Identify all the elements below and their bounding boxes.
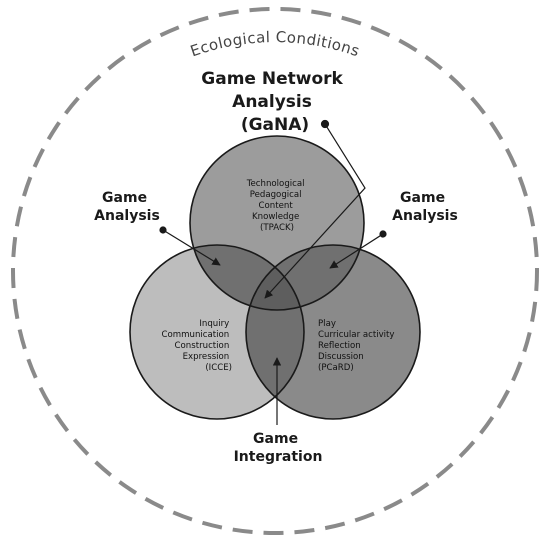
ecological-boundary bbox=[11, 7, 539, 535]
game-integration-label: Game Integration bbox=[234, 431, 323, 465]
center-overlap bbox=[246, 245, 304, 310]
icce-label: Inquiry Communication Construction Expre… bbox=[162, 319, 232, 373]
diagram-title: Game Network Analysis (GaNA) bbox=[201, 69, 348, 135]
tpack-label: Technological Pedagogical Content Knowle… bbox=[246, 179, 308, 233]
pcard-label: Play Curricular activity Reflection Disc… bbox=[318, 319, 397, 373]
game-analysis-left-label: Game Analysis bbox=[94, 190, 160, 224]
left-analysis-arrow bbox=[162, 229, 221, 266]
icce-outline bbox=[129, 244, 305, 420]
gana-pointer-line bbox=[264, 123, 366, 299]
right-analysis-arrow bbox=[329, 233, 384, 269]
tpack-outline bbox=[189, 135, 365, 311]
game-analysis-right-label: Game Analysis bbox=[392, 190, 458, 224]
pcard-outline bbox=[245, 244, 421, 420]
ecological-conditions-label: Ecological Conditions bbox=[188, 28, 362, 60]
